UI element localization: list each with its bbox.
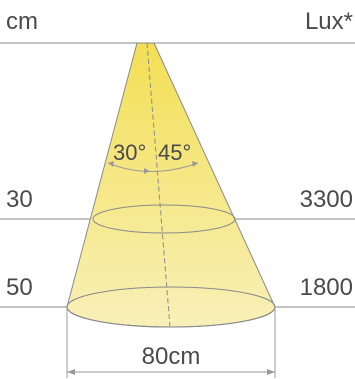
beam-ellipse-30 [92, 204, 236, 234]
distance-30-label: 30 [6, 186, 33, 213]
angle-45-label: 45° [158, 140, 191, 165]
diameter-label: 80cm [142, 343, 201, 370]
lux-1800-label: 1800 [300, 274, 353, 301]
beam-ellipse-50 [66, 286, 276, 328]
light-beam-cone [66, 42, 276, 328]
unit-lux-label: Lux* [305, 8, 353, 35]
angle-arrow-right [192, 161, 198, 167]
angle-30-label: 30° [113, 140, 146, 165]
width-arrow-right [267, 369, 275, 375]
angle-arc [107, 162, 199, 172]
width-arrow-left [67, 369, 75, 375]
angle-arrow-mid [144, 168, 150, 174]
lux-3300-label: 3300 [300, 186, 353, 213]
unit-cm-label: cm [6, 8, 38, 35]
distance-50-label: 50 [6, 274, 33, 301]
angle-arrow-left [108, 161, 114, 167]
